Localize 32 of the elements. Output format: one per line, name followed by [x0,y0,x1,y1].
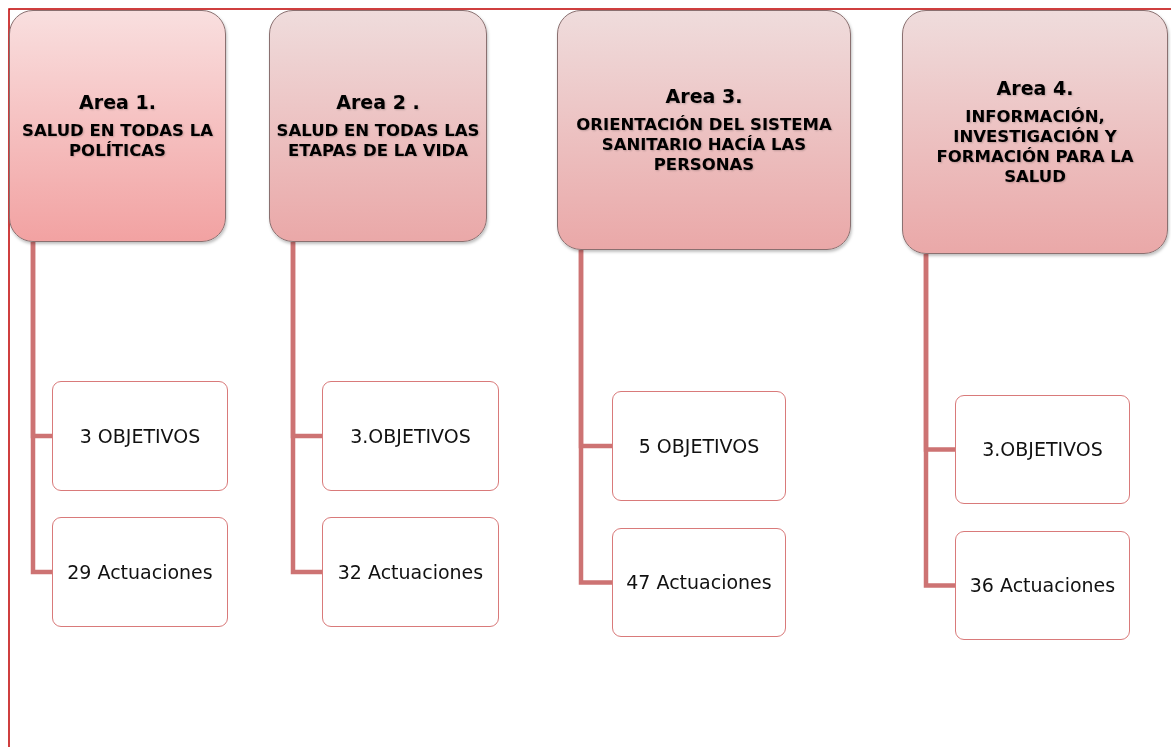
area-title: Area 4. [996,77,1074,100]
area-subtitle: SALUD EN TODAS LAS ETAPAS DE LA VIDA [276,121,480,161]
area-subtitle: SALUD EN TODAS LA POLÍTICAS [21,121,214,161]
summary-box [955,531,1130,640]
area-header-box [902,10,1168,254]
area-header-box [269,10,487,242]
area-title: Area 1. [79,91,156,114]
area-subtitle: ORIENTACIÓN DEL SISTEMA SANITARIO HACÍA LAS PERSONAS [575,115,833,175]
connector-line [578,250,612,585]
summary-box [52,381,228,491]
area-header-box [557,10,851,250]
summary-box [955,395,1130,504]
summary-box [612,528,786,637]
summary-text: 29 Actuaciones [67,559,213,585]
summary-text: 3.OBJETIVOS [982,437,1103,462]
summary-box [322,381,499,491]
summary-text: 3 OBJETIVOS [79,423,201,449]
summary-text: 3.OBJETIVOS [350,423,471,449]
connector-line [30,242,52,575]
summary-text: 36 Actuaciones [969,573,1116,598]
area-header-box [9,10,226,242]
connector-line [923,254,955,588]
summary-text: 32 Actuaciones [337,559,484,585]
area-title: Area 2 . [336,91,420,114]
summary-box [612,391,786,501]
summary-text: 47 Actuaciones [626,570,772,595]
summary-text: 5 OBJETIVOS [638,433,760,459]
area-title: Area 3. [665,85,743,108]
connector-line [290,242,322,575]
summary-box [322,517,499,627]
area-subtitle: INFORMACIÓN, INVESTIGACIÓN Y FORMACIÓN PARA LA SALUD [935,107,1135,187]
summary-box [52,517,228,627]
